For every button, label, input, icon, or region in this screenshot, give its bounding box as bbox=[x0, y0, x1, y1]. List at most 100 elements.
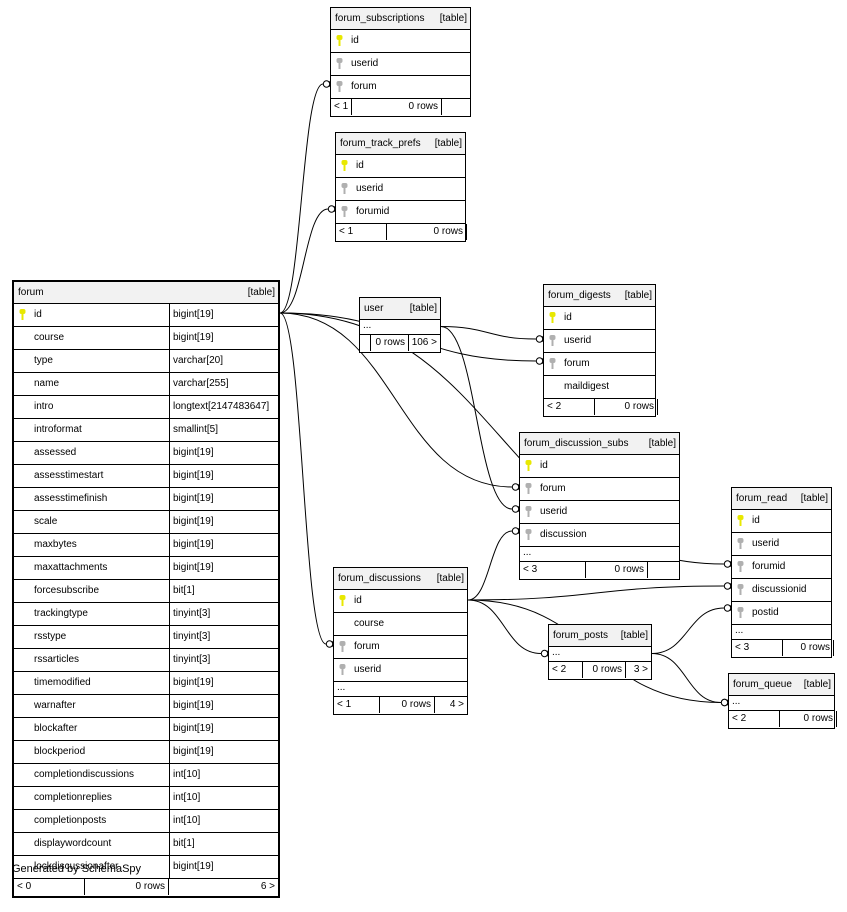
column-name: trackingtype bbox=[34, 608, 88, 619]
row-count: 0 rows bbox=[84, 879, 168, 895]
column-row: id bbox=[331, 30, 470, 53]
children-count bbox=[441, 99, 470, 115]
foreign-key-icon bbox=[525, 506, 532, 517]
table-type-label: [table] bbox=[247, 287, 275, 298]
column-name: name bbox=[34, 378, 60, 389]
edge-forum-track-prefs-end bbox=[327, 205, 336, 213]
table-header: user[table] bbox=[360, 298, 440, 320]
column-type: int[10] bbox=[169, 764, 200, 786]
column-name: course bbox=[34, 332, 65, 343]
edge-posts-read bbox=[651, 607, 725, 654]
table-type-label: [table] bbox=[436, 573, 464, 584]
edge-forum-digests-end bbox=[535, 357, 544, 365]
column-type: bigint[19] bbox=[169, 557, 214, 579]
column-name: blockperiod bbox=[34, 746, 86, 757]
column-row: userid bbox=[544, 330, 655, 353]
column-type: int[10] bbox=[169, 787, 200, 809]
column-name: displaywordcount bbox=[34, 838, 112, 849]
column-name: postid bbox=[752, 607, 779, 618]
table-name: forum_digests bbox=[548, 290, 611, 301]
more-columns-row: ... bbox=[549, 647, 651, 662]
column-name: lockdiscussionafter bbox=[34, 861, 119, 872]
column-name: forumid bbox=[356, 206, 390, 217]
foreign-key-icon bbox=[525, 529, 532, 540]
row-count: 0 rows bbox=[782, 640, 833, 656]
edge-posts-read-end bbox=[723, 604, 732, 612]
column-name: blockafter bbox=[34, 723, 78, 734]
column-name: ... bbox=[337, 682, 346, 693]
column-name: id bbox=[351, 35, 359, 46]
parents-count: < 1 bbox=[337, 699, 352, 710]
column-row: id bbox=[334, 590, 467, 613]
children-count: 4 > bbox=[434, 697, 467, 713]
column-name: discussion bbox=[540, 529, 587, 540]
table-type-label: [table] bbox=[648, 438, 676, 449]
edge-forum-discussion-subs bbox=[279, 312, 513, 488]
column-type: tinyint[3] bbox=[169, 603, 210, 625]
table-type-label: [table] bbox=[620, 630, 648, 641]
row-count: 0 rows bbox=[779, 711, 836, 727]
row-count: 0 rows bbox=[582, 662, 625, 678]
edge-user-discussion-subs bbox=[440, 326, 513, 510]
parents-count: < 2 bbox=[732, 713, 747, 724]
table-header: forum_discussions [table] bbox=[334, 568, 467, 590]
column-row: trackingtype tinyint[3] bbox=[14, 603, 278, 626]
foreign-key-icon bbox=[339, 664, 346, 675]
more-columns-row: ... bbox=[732, 625, 831, 640]
column-name: completionreplies bbox=[34, 792, 112, 803]
column-name: userid bbox=[752, 538, 780, 549]
edge-forum-discussions-end bbox=[325, 640, 334, 648]
column-name: id bbox=[752, 515, 760, 526]
table-name: forum_track_prefs bbox=[340, 138, 421, 149]
column-name: userid bbox=[351, 58, 379, 69]
more-columns-row: ... bbox=[520, 547, 679, 562]
column-row: forumid bbox=[732, 556, 831, 579]
table-name: forum_discussions bbox=[338, 573, 421, 584]
children-count: 6 > bbox=[168, 879, 278, 895]
column-type: bigint[19] bbox=[169, 511, 214, 533]
column-name: userid bbox=[540, 506, 568, 517]
more-columns-row: ... bbox=[360, 320, 440, 335]
column-type: smallint[5] bbox=[169, 419, 218, 441]
column-name: ... bbox=[552, 647, 561, 658]
column-row: userid bbox=[336, 178, 465, 201]
column-row: blockperiod bigint[19] bbox=[14, 741, 278, 764]
foreign-key-icon bbox=[525, 483, 532, 494]
parents-count: < 0 bbox=[17, 881, 32, 892]
column-type: bigint[19] bbox=[169, 672, 214, 694]
table-type-label: [table] bbox=[800, 493, 828, 504]
edge-forum-discussions bbox=[279, 312, 327, 645]
table-header: forum_posts[table] bbox=[549, 625, 651, 647]
parents-count: < 1 bbox=[339, 226, 354, 237]
column-type: bigint[19] bbox=[169, 741, 214, 763]
column-row: forum bbox=[520, 478, 679, 501]
column-name: id bbox=[356, 160, 364, 171]
edge-discussion-subs-end bbox=[511, 527, 520, 535]
column-row: discussionid bbox=[732, 579, 831, 602]
edge-posts-queue-end bbox=[720, 698, 729, 707]
edge-forum-subscriptions bbox=[279, 83, 324, 314]
row-count: 0 rows bbox=[585, 562, 647, 578]
table-name: forum_discussion_subs bbox=[524, 438, 629, 449]
edge-forum-discussion-subs-end bbox=[511, 483, 520, 491]
column-name: forcesubscribe bbox=[34, 585, 100, 596]
column-name: warnafter bbox=[34, 700, 76, 711]
